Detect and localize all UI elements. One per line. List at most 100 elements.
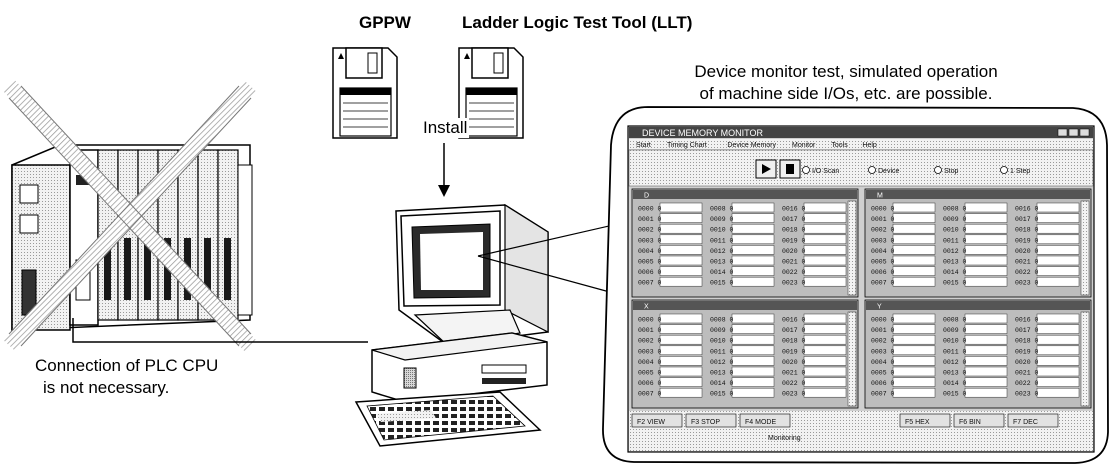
device-value-cell[interactable] bbox=[659, 324, 703, 334]
device-value-cell[interactable] bbox=[1036, 245, 1080, 255]
status-button[interactable] bbox=[1007, 413, 1059, 428]
device-value-cell[interactable] bbox=[803, 234, 847, 245]
device-value-cell[interactable] bbox=[1036, 345, 1080, 356]
device-value-cell[interactable] bbox=[803, 387, 847, 398]
device-value-cell[interactable] bbox=[892, 266, 936, 276]
device-value-cell[interactable] bbox=[803, 213, 847, 223]
device-value-cell[interactable] bbox=[892, 334, 936, 345]
device-value-cell[interactable] bbox=[1036, 377, 1080, 387]
device-value-cell[interactable] bbox=[892, 213, 936, 223]
device-value-cell[interactable] bbox=[964, 356, 1008, 366]
device-value-cell[interactable] bbox=[892, 313, 936, 324]
device-value-cell[interactable] bbox=[892, 356, 936, 366]
monitor-menu-item[interactable]: Timing Chart bbox=[667, 142, 707, 149]
pane-scrollbar[interactable] bbox=[847, 311, 857, 407]
device-value-cell[interactable] bbox=[964, 366, 1008, 377]
device-value-cell[interactable] bbox=[659, 387, 703, 398]
device-value-cell[interactable] bbox=[803, 313, 847, 324]
device-value-cell[interactable] bbox=[731, 345, 775, 356]
device-value-cell[interactable] bbox=[803, 266, 847, 276]
device-value-cell[interactable] bbox=[731, 334, 775, 345]
device-value-cell[interactable] bbox=[892, 387, 936, 398]
device-value-cell[interactable] bbox=[803, 245, 847, 255]
device-value-cell[interactable] bbox=[731, 324, 775, 334]
device-value-cell[interactable] bbox=[892, 255, 936, 266]
device-value-cell[interactable] bbox=[803, 223, 847, 234]
device-value-cell[interactable] bbox=[1036, 266, 1080, 276]
device-value-cell[interactable] bbox=[892, 276, 936, 287]
device-value-cell[interactable] bbox=[731, 266, 775, 276]
device-value-cell[interactable] bbox=[803, 334, 847, 345]
device-value-cell[interactable] bbox=[659, 356, 703, 366]
monitor-menu-item[interactable]: Device Memory bbox=[727, 142, 776, 149]
device-value-cell[interactable] bbox=[659, 334, 703, 345]
device-value-cell[interactable] bbox=[964, 223, 1008, 234]
device-value-cell[interactable] bbox=[731, 223, 775, 234]
device-value-cell[interactable] bbox=[892, 223, 936, 234]
device-value-cell[interactable] bbox=[892, 202, 936, 213]
device-value-cell[interactable] bbox=[731, 245, 775, 255]
device-value-cell[interactable] bbox=[731, 213, 775, 223]
device-value-cell[interactable] bbox=[892, 366, 936, 377]
pane-scrollbar[interactable] bbox=[1080, 311, 1090, 407]
status-button[interactable] bbox=[685, 413, 737, 428]
mode-radio[interactable] bbox=[934, 166, 942, 174]
device-value-cell[interactable] bbox=[964, 276, 1008, 287]
device-value-cell[interactable] bbox=[731, 387, 775, 398]
device-value-cell[interactable] bbox=[659, 223, 703, 234]
device-value-cell[interactable] bbox=[803, 366, 847, 377]
device-value-cell[interactable] bbox=[803, 276, 847, 287]
device-value-cell[interactable] bbox=[964, 245, 1008, 255]
device-value-cell[interactable] bbox=[964, 324, 1008, 334]
device-value-cell[interactable] bbox=[964, 387, 1008, 398]
monitor-menu-item[interactable]: Help bbox=[862, 142, 877, 149]
device-value-cell[interactable] bbox=[731, 377, 775, 387]
device-value-cell[interactable] bbox=[964, 377, 1008, 387]
pane-scrollbar[interactable] bbox=[847, 200, 857, 296]
device-value-cell[interactable] bbox=[1036, 255, 1080, 266]
device-value-cell[interactable] bbox=[1036, 202, 1080, 213]
device-value-cell[interactable] bbox=[731, 356, 775, 366]
device-value-cell[interactable] bbox=[803, 356, 847, 366]
device-value-cell[interactable] bbox=[964, 313, 1008, 324]
device-value-cell[interactable] bbox=[892, 324, 936, 334]
device-value-cell[interactable] bbox=[731, 366, 775, 377]
device-value-cell[interactable] bbox=[659, 377, 703, 387]
status-button[interactable] bbox=[631, 413, 683, 428]
device-value-cell[interactable] bbox=[659, 234, 703, 245]
device-value-cell[interactable] bbox=[803, 345, 847, 356]
mode-radio[interactable] bbox=[1000, 166, 1008, 174]
device-value-cell[interactable] bbox=[1036, 223, 1080, 234]
device-value-cell[interactable] bbox=[1036, 213, 1080, 223]
device-value-cell[interactable] bbox=[964, 266, 1008, 276]
device-value-cell[interactable] bbox=[659, 213, 703, 223]
device-value-cell[interactable] bbox=[964, 213, 1008, 223]
device-value-cell[interactable] bbox=[803, 324, 847, 334]
device-value-cell[interactable] bbox=[803, 202, 847, 213]
device-value-cell[interactable] bbox=[1036, 313, 1080, 324]
device-value-cell[interactable] bbox=[803, 377, 847, 387]
device-value-cell[interactable] bbox=[964, 334, 1008, 345]
device-value-cell[interactable] bbox=[1036, 234, 1080, 245]
device-value-cell[interactable] bbox=[803, 255, 847, 266]
device-value-cell[interactable] bbox=[659, 255, 703, 266]
pane-scrollbar[interactable] bbox=[1080, 200, 1090, 296]
device-value-cell[interactable] bbox=[731, 313, 775, 324]
monitor-menu-item[interactable]: Start bbox=[636, 142, 651, 149]
mode-radio[interactable] bbox=[868, 166, 876, 174]
device-value-cell[interactable] bbox=[892, 245, 936, 255]
device-value-cell[interactable] bbox=[892, 377, 936, 387]
device-value-cell[interactable] bbox=[1036, 387, 1080, 398]
device-value-cell[interactable] bbox=[1036, 276, 1080, 287]
device-value-cell[interactable] bbox=[659, 202, 703, 213]
device-value-cell[interactable] bbox=[731, 202, 775, 213]
device-value-cell[interactable] bbox=[964, 255, 1008, 266]
device-value-cell[interactable] bbox=[659, 313, 703, 324]
status-button[interactable] bbox=[899, 413, 951, 428]
device-value-cell[interactable] bbox=[659, 276, 703, 287]
device-value-cell[interactable] bbox=[964, 202, 1008, 213]
device-value-cell[interactable] bbox=[731, 276, 775, 287]
device-value-cell[interactable] bbox=[1036, 334, 1080, 345]
device-value-cell[interactable] bbox=[731, 255, 775, 266]
device-value-cell[interactable] bbox=[659, 345, 703, 356]
